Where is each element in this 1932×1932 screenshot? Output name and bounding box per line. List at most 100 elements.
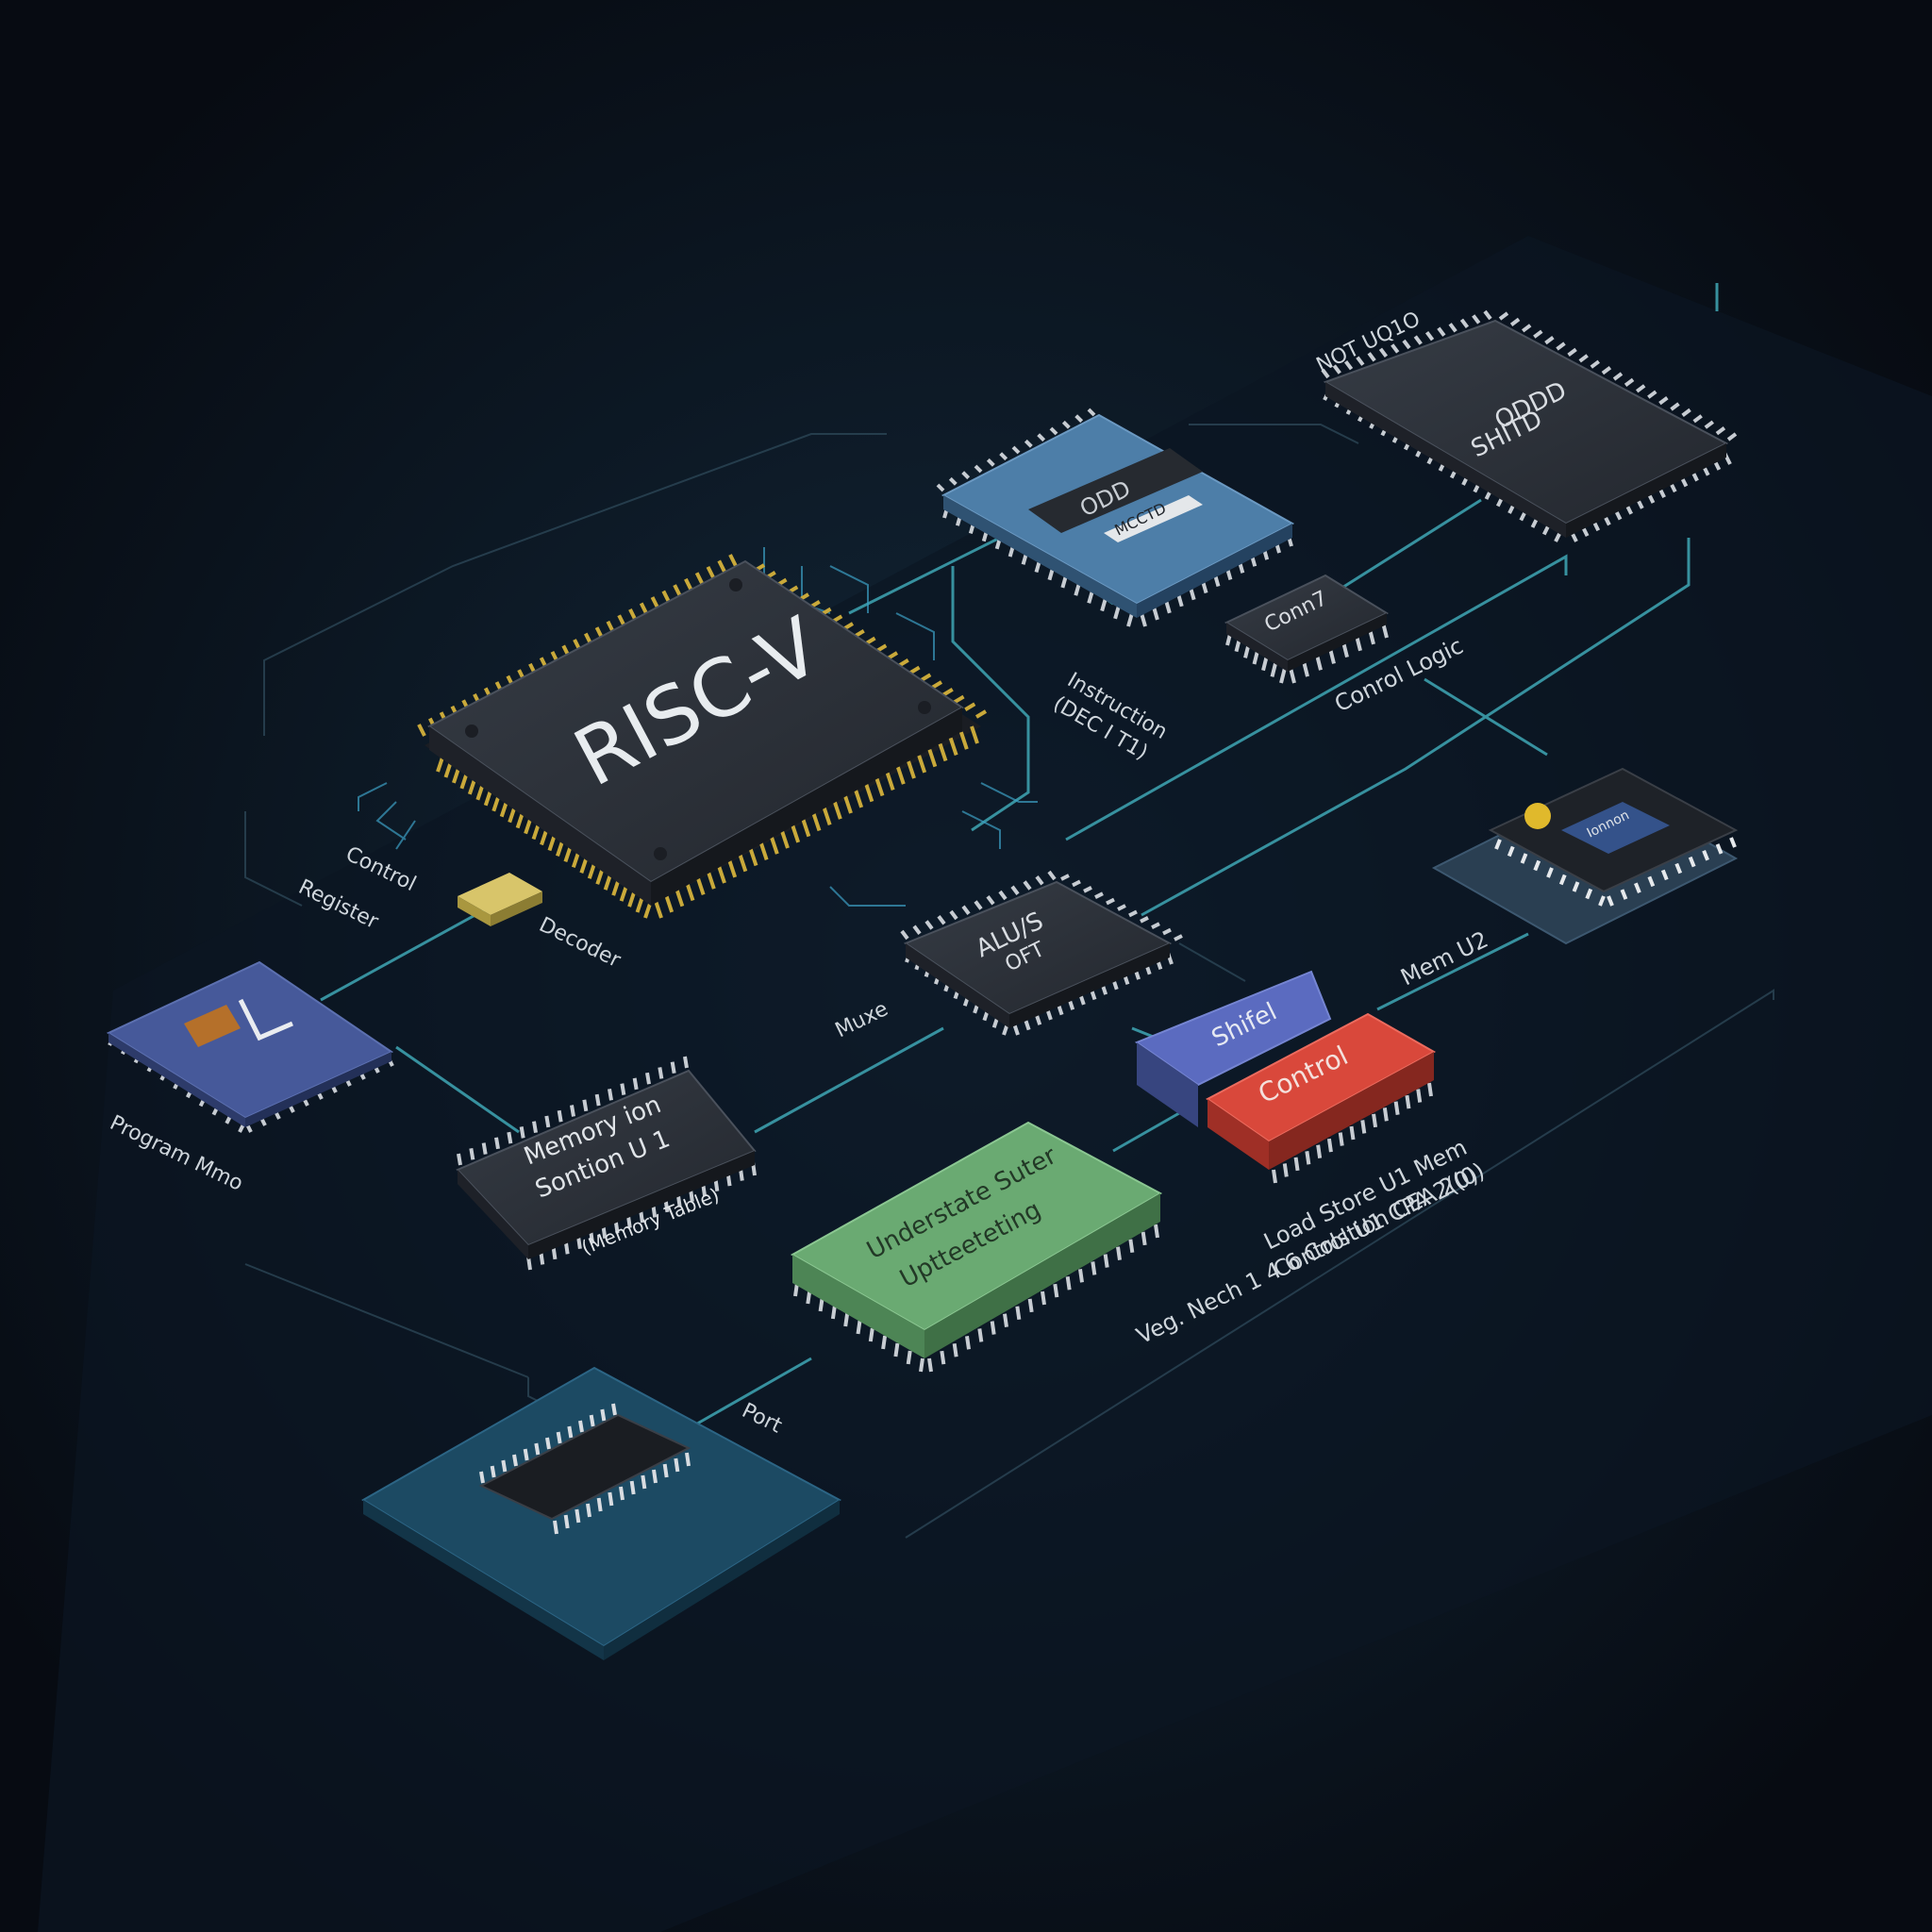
chip-pin (1509, 317, 1521, 326)
chip-pin (856, 1320, 862, 1335)
chip-pin (811, 812, 822, 832)
chip-pin (1113, 605, 1121, 620)
chip-pin (586, 1503, 591, 1518)
chip-pin (1174, 934, 1183, 941)
chip-pin (1047, 870, 1057, 881)
chip-pin (868, 1327, 874, 1342)
chip-pin (801, 819, 811, 838)
chip-pin (1546, 867, 1554, 878)
chip-pin (578, 1420, 584, 1433)
chip-pin (685, 882, 695, 902)
chip-pin (1437, 326, 1446, 337)
chip-pin (1024, 439, 1033, 448)
chip-pin (1343, 359, 1354, 371)
chip-pin (1332, 364, 1341, 375)
chip-pin (490, 1465, 496, 1478)
chip-pin (1498, 311, 1509, 321)
chip-pin (1321, 368, 1330, 379)
chip-pin (563, 1514, 570, 1529)
chip-pin (1053, 1283, 1059, 1298)
chip-pin (1405, 1094, 1411, 1109)
small-right-board: Ionnon (1431, 767, 1739, 945)
chip-pin (619, 1486, 625, 1501)
chip-pin (1424, 330, 1435, 341)
chip-pin (1533, 329, 1543, 339)
chip-pin (652, 1469, 658, 1484)
green-chip: Understate Suter Uptteeteting (790, 1121, 1163, 1373)
chip-pin (662, 1463, 669, 1478)
chip-pin (1162, 927, 1172, 936)
chip-pin (1702, 850, 1709, 861)
left-blue-chip (106, 960, 394, 1133)
chip-pin (1041, 1291, 1046, 1306)
chip-pin (1126, 612, 1134, 627)
chip-pin (885, 772, 895, 791)
chip-pin (974, 900, 983, 910)
chip-pin (961, 471, 971, 480)
chip-pin (893, 1342, 900, 1357)
chip-pin (948, 476, 958, 486)
chip-pin (1272, 1169, 1277, 1184)
chip-pin (534, 1442, 541, 1456)
chip-pin (1302, 660, 1309, 677)
chip-pin (874, 777, 885, 797)
chip-pin (986, 895, 995, 906)
chip-pin (675, 889, 685, 908)
chip-pin (1282, 1163, 1289, 1177)
chip-pin (912, 924, 922, 935)
chip-pin (1688, 856, 1696, 868)
chip-pin (1094, 891, 1104, 899)
black-top-right-chip: ODDD SHITD (1321, 309, 1738, 542)
chip-pin (673, 584, 682, 598)
chip-pin (1681, 408, 1691, 417)
chip-pin (990, 1321, 996, 1335)
chip-pin (600, 1408, 607, 1422)
riscv-fanout-traces (358, 547, 1038, 907)
chip-pin (900, 929, 909, 941)
chip-pin (986, 458, 995, 467)
chip-pin (1010, 885, 1020, 895)
chip-pin (717, 865, 726, 884)
chip-pin (1572, 881, 1580, 892)
chip-pin (949, 909, 958, 921)
chip-pin (674, 1457, 680, 1473)
chip-pin (843, 1312, 850, 1327)
chip-pin (582, 1099, 589, 1112)
chip-pin (927, 1357, 933, 1373)
chip-pin (1692, 414, 1703, 424)
chip-pin (1544, 336, 1555, 345)
chip-pin (907, 760, 916, 779)
chip-pin (481, 1142, 488, 1155)
chip-pin (1658, 396, 1669, 406)
chip-pin (930, 680, 943, 690)
chip-pin (738, 854, 748, 873)
chip-pin (479, 1471, 485, 1484)
chip-pin (1372, 1113, 1378, 1128)
chip-pin (1141, 1231, 1147, 1246)
chip-pin (1521, 324, 1532, 333)
chip-pin (1140, 612, 1147, 627)
chip-pin (658, 1067, 664, 1079)
chip-pin (1117, 904, 1126, 911)
chip-pin (1316, 1144, 1323, 1158)
chip-pin (1520, 853, 1528, 864)
chip-pin (1293, 1157, 1300, 1172)
chip-pin (685, 1452, 691, 1467)
chip-pin (1612, 372, 1624, 381)
memory-chip: Memory ion Sontion U 1 (Memory Table) (456, 1056, 757, 1271)
chip-pin (964, 702, 976, 711)
chip-pin (937, 915, 946, 925)
chip-pin (1035, 875, 1044, 886)
chip-pin (1704, 420, 1715, 429)
chip-pin (683, 1056, 689, 1069)
chip-pin (919, 1357, 924, 1373)
crystal-oscillator (458, 873, 542, 926)
chip-pin (594, 1093, 601, 1107)
chip-pin (1635, 384, 1646, 393)
chip-pin (1072, 879, 1081, 888)
chip-pin (1558, 874, 1567, 886)
chip-pin (611, 1403, 617, 1416)
chip-pin (906, 1350, 912, 1365)
chip-pin (895, 766, 906, 785)
